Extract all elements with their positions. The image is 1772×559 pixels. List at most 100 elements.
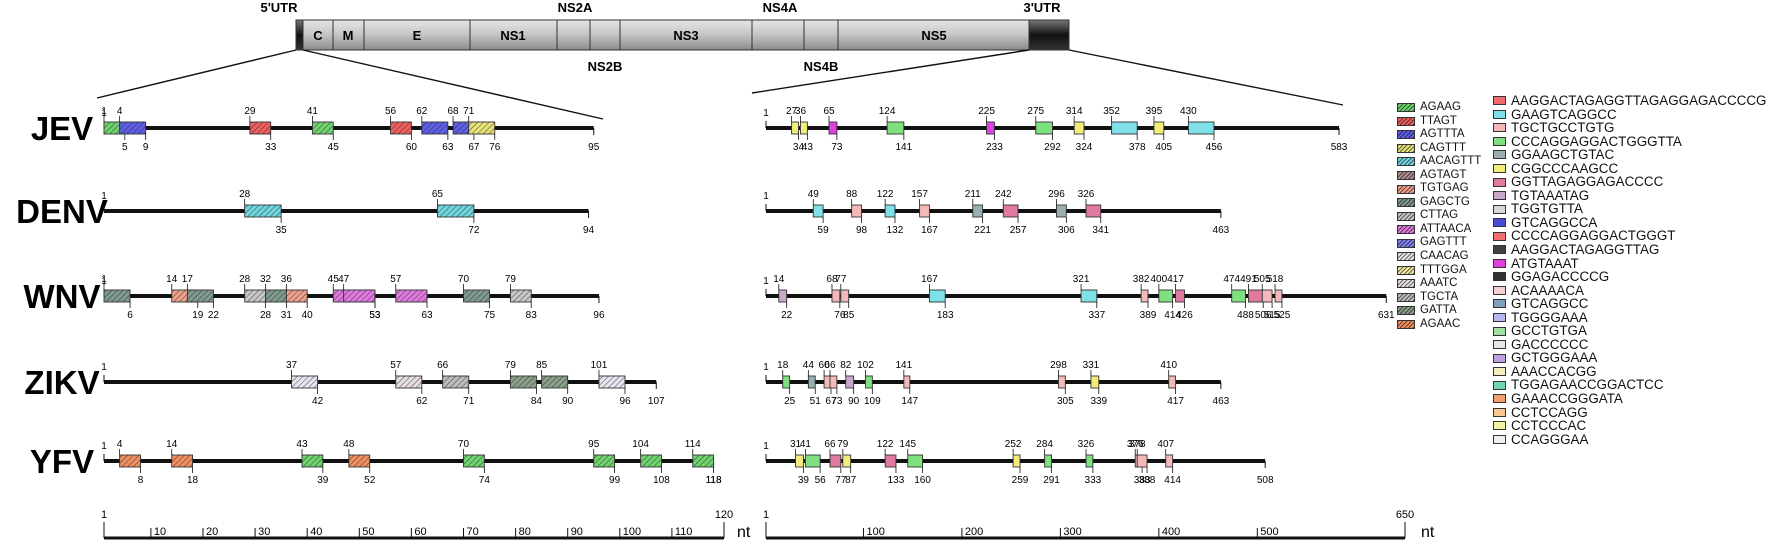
- jev-5utr-motif-end-label: 63: [442, 142, 454, 153]
- yfv-5utr-motif-start-label: 4: [117, 439, 123, 450]
- wnv-5utr-motif-start-label: 1: [101, 274, 107, 285]
- wnv-5utr-motif-box: 28 28: [239, 274, 271, 321]
- wnv-5utr-motif-end-label: 28: [260, 310, 272, 321]
- wnv-3utr-motif-start-label: 400: [1151, 274, 1168, 285]
- yfv-3utr-motif-start-label: 376: [1127, 439, 1144, 450]
- yfv-3utr-motif-end-label: 333: [1085, 475, 1102, 486]
- legend-5utr-swatch: [1397, 198, 1415, 208]
- yfv-3utr-motif-end-label: 259: [1012, 475, 1029, 486]
- utr5-block: [295, 19, 304, 51]
- zikv-5utr-motif-start-label: 66: [437, 360, 449, 371]
- legend-3utr-sequence: CCTCCAGG: [1511, 404, 1588, 420]
- jev-5utr-motif-end-label: 67: [468, 142, 480, 153]
- legend-5utr-sequence: TGCTA: [1420, 290, 1459, 303]
- denv-5utr-motif-start-label: 65: [432, 189, 444, 200]
- legend-3utr-sequence: ACAAAACA: [1511, 282, 1584, 298]
- yfv-5utr-motif-end-label: 52: [364, 475, 376, 486]
- wnv-5utr-motif-end-label: 83: [526, 310, 538, 321]
- jev-3utr-motif-start-label: 27: [786, 106, 798, 117]
- scale-3utr-tick-label: 100: [866, 526, 884, 538]
- denv-3utr-motif-start-label: 88: [846, 189, 858, 200]
- wnv-3utr-motif-end-label: 426: [1176, 310, 1193, 321]
- legend-5utr-sequence: AGTAGT: [1420, 168, 1467, 181]
- wnv-5utr-motif-end-label: 31: [281, 310, 293, 321]
- denv-3utr-motif-start-label: 242: [995, 189, 1012, 200]
- yfv-5utr-motif-start-label: 95: [588, 439, 600, 450]
- legend-3utr-swatch: [1493, 150, 1506, 160]
- denv-5utr-motif-end-label: 35: [276, 225, 288, 236]
- denv-3utr-motif-end-label: 59: [818, 225, 830, 236]
- jev-3utr-motif-start-label: 225: [978, 106, 995, 117]
- yfv-5utr-motif-box: 48 52: [343, 439, 375, 486]
- legend-5utr-item: AAATC: [1397, 277, 1481, 291]
- legend-3utr-item: TGCTGCCTGTG: [1493, 121, 1766, 135]
- denv-5utr-motif-start-label: 28: [239, 189, 251, 200]
- yfv-5utr-motif-start-label: 48: [343, 439, 355, 450]
- scale-3utr-tick-label: 400: [1162, 526, 1180, 538]
- jev-3utr-motif-end-label: 73: [831, 142, 843, 153]
- wnv-3utr-motif-end-label: 525: [1274, 310, 1291, 321]
- legend-5utr-swatch: [1397, 225, 1415, 235]
- legend-5utr-sequence: CAACAG: [1420, 250, 1469, 263]
- legend-3utr-sequence: ATGTAAAT: [1511, 255, 1579, 271]
- wnv-5utr-motif-start-label: 28: [239, 274, 251, 285]
- legend-3utr-item: CCTCCCAC: [1493, 419, 1766, 433]
- legend-3utr-item: TGTAAATAG: [1493, 189, 1766, 203]
- wnv-3utr-motif-start-label: 14: [773, 274, 785, 285]
- jev-3utr-motif-start-label: 36: [795, 106, 807, 117]
- yfv-5utr-motif-end-label: 74: [479, 475, 491, 486]
- legend-3utr-sequence: TGGTGTTA: [1511, 201, 1583, 217]
- denv-3utr-motif-end-label: 98: [856, 225, 868, 236]
- scale-3utr-unit-label: nt: [1421, 524, 1435, 541]
- legend-3utr-sequence: CGGCCCAAGCC: [1511, 160, 1619, 176]
- wnv-3utr-motif-end-label: 414: [1164, 310, 1181, 321]
- legend-5utr-item: TTTGGA: [1397, 264, 1481, 278]
- legend-3utr-item: AAGGACTAGAGGTTAG: [1493, 243, 1766, 257]
- legend-5utr-swatch: [1397, 103, 1415, 113]
- yfv-3utr-motif-end-label: 87: [845, 475, 857, 486]
- legend-5utr-item: GAGCTG: [1397, 196, 1481, 210]
- legend-5utr-swatch: [1397, 238, 1415, 248]
- legend-5utr-swatch: [1397, 184, 1415, 194]
- legend-3utr-swatch: [1493, 191, 1506, 201]
- yfv-5utr-motif-end-label: 108: [653, 475, 670, 486]
- zikv-5utr-motif-end-label: 71: [463, 396, 475, 407]
- legend-3utr-item: TGGGGAAA: [1493, 311, 1766, 325]
- wnv-3utr-motif-end-label: 488: [1237, 310, 1254, 321]
- zikv-3utr-motif-start-label: 66: [824, 360, 836, 371]
- legend-3utr-swatch: [1493, 407, 1506, 417]
- yfv-3utr-motif-end-label: 414: [1164, 475, 1181, 486]
- legend-3utr-item: CCCAGGAGGACTGGGTTA: [1493, 135, 1766, 149]
- jev-3utr-motif-start-label: 430: [1180, 106, 1197, 117]
- scale-3utr-tick-label: 650: [1396, 509, 1414, 521]
- wnv-3utr-motif-box: 474 488: [1223, 274, 1254, 321]
- legend-3utr-swatch: [1493, 326, 1506, 336]
- wnv-3utr-motif-start-label: 474: [1223, 274, 1240, 285]
- scale-5utr-tick-label: 80: [519, 526, 531, 538]
- legend-3utr-item: GTCAGGCC: [1493, 297, 1766, 311]
- legend-5utr-item: CTTAG: [1397, 209, 1481, 223]
- wnv-5utr-motif-end-label: 19: [192, 310, 204, 321]
- yfv-5utr-motif-start-label: 70: [458, 439, 470, 450]
- legend-5utr-swatch: [1397, 157, 1415, 167]
- zikv-3utr-motif-start-label: 82: [840, 360, 852, 371]
- legend-3utr-sequence: CCTCCCAC: [1511, 418, 1587, 434]
- wnv-3utr-end-label: 631: [1378, 310, 1395, 321]
- wnv-5utr-end-label: 96: [593, 310, 605, 321]
- wnv-5utr-motif-start-label: 47: [338, 274, 350, 285]
- legend-3utr-swatch: [1493, 299, 1506, 309]
- yfv-3utr-motif-start-label: 31: [790, 439, 802, 450]
- legend-5utr-swatch: [1397, 143, 1415, 153]
